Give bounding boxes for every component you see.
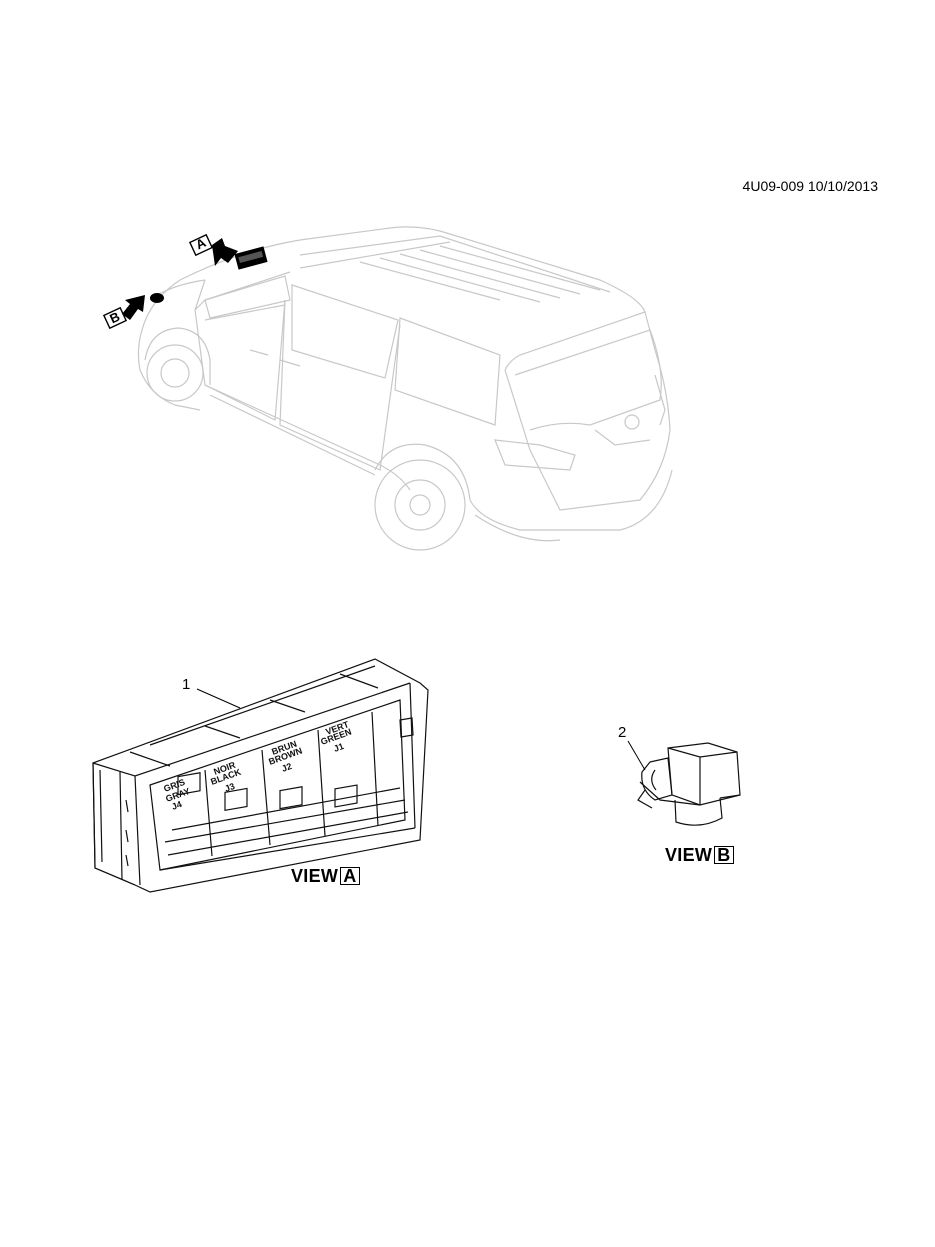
van-illustration (137, 226, 673, 551)
fuse-label-j4-line3: J4 (170, 799, 183, 812)
connector-illustration (637, 742, 741, 826)
view-b-letter: B (714, 846, 734, 864)
arrow-a-icon (212, 238, 238, 266)
fuse-label-j2-line3: J2 (280, 761, 293, 774)
fuse-label-j3-line3: J3 (223, 781, 236, 794)
view-b-prefix: VIEW (665, 845, 713, 865)
leader-line-1 (196, 688, 241, 709)
arrow-b-icon (122, 295, 145, 320)
callout-1: 1 (182, 676, 191, 693)
arrow-b-group (102, 293, 164, 330)
fuse-label-j1-line3: J1 (332, 741, 345, 754)
document-id: 4U09-009 10/10/2013 (742, 178, 878, 194)
view-a-letter: A (340, 867, 360, 885)
callout-2: 2 (618, 724, 627, 741)
view-a-prefix: VIEW (291, 866, 339, 886)
leader-line-2 (627, 740, 646, 771)
fuse-box-illustration (92, 658, 429, 893)
arrow-a-group (188, 233, 268, 270)
